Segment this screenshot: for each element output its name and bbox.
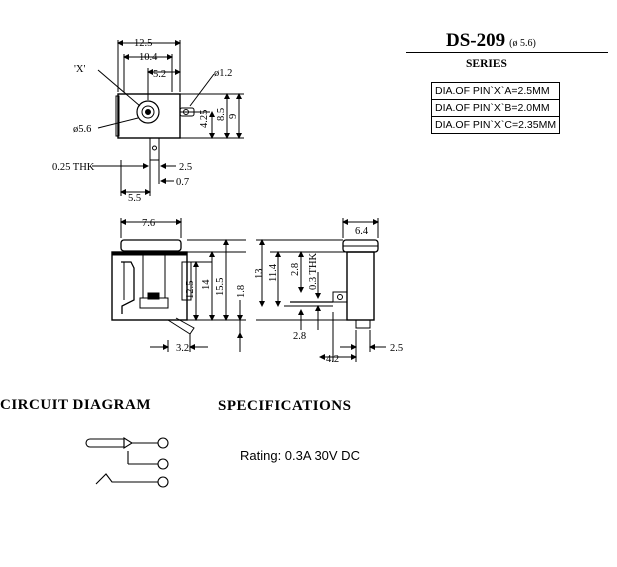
dim-side-foot: 4.2 — [326, 354, 339, 365]
table-row: DIA.OF PIN`X`C=2.35MM — [430, 116, 561, 134]
dim-side-h3: 2.8 — [290, 263, 301, 276]
table-row: DIA.OF PIN`X`B=2.0MM — [430, 99, 561, 117]
dim-side-thk: 0.3 THK — [308, 252, 319, 290]
terminal-2 — [157, 458, 169, 470]
dim-front-h1: 12.5 — [185, 281, 196, 299]
terminal-1 — [157, 437, 169, 449]
bottom-pin — [149, 137, 160, 161]
front-view — [111, 218, 246, 352]
table-cell: DIA.OF PIN`X`C=2.35MM — [430, 116, 561, 134]
dim-pin-hole: ø1.2 — [214, 68, 232, 79]
dim-side-pin: 2.5 — [390, 343, 403, 354]
side-view-labels: 6.4 13 11.4 2.8 0.3 THK 2.8 4.2 2.5 — [254, 226, 403, 365]
table-row: DIA.OF PIN`X`A=2.5MM — [430, 82, 561, 100]
side-view-body — [346, 251, 375, 321]
dim-height-total: 9 — [228, 114, 239, 119]
title-rule — [406, 52, 608, 53]
dim-side-low: 2.8 — [293, 331, 306, 342]
front-side-pin — [181, 261, 192, 301]
table-cell: DIA.OF PIN`X`A=2.5MM — [430, 82, 561, 100]
top-view — [92, 40, 244, 196]
rating-text: Rating: 0.3A 30V DC — [240, 448, 360, 463]
dim-front-h2: 14 — [201, 279, 212, 290]
dim-front-h3: 15.5 — [215, 278, 226, 296]
top-view-labels: 12.5 10.4 5.2 ø1.2 'X' ø5.6 4.25 8.5 9 0… — [52, 38, 239, 204]
dim-front-h4: 1.8 — [236, 285, 247, 298]
dim-side-h1: 13 — [254, 269, 265, 280]
front-view-flange — [120, 239, 182, 252]
dim-pin-pos: 5.5 — [128, 193, 141, 204]
model-number: DS-209 — [446, 30, 506, 51]
dim-pin-thk: 0.25 THK — [52, 162, 95, 173]
circuit-diagram — [85, 437, 169, 488]
front-view-labels: 7.6 12.5 14 15.5 1.8 3.2 — [142, 218, 247, 354]
circuit-heading: CIRCUIT DIAGRAM — [0, 397, 151, 413]
bore-inner — [141, 105, 155, 119]
pin-diameter-table: DIA.OF PIN`X`A=2.5MM DIA.OF PIN`X`B=2.0M… — [430, 82, 561, 134]
terminal-3 — [157, 476, 169, 488]
bore-outer — [136, 100, 160, 124]
jack-pin-symbol — [85, 438, 125, 448]
dim-side-h2: 11.4 — [268, 263, 279, 282]
dim-height-b: 8.5 — [216, 108, 227, 121]
dim-front-top: 7.6 — [142, 218, 155, 229]
side-view — [256, 218, 386, 362]
bore-pin — [145, 109, 151, 115]
specifications-heading: SPECIFICATIONS — [218, 398, 352, 414]
dim-height-a: 4.25 — [199, 110, 210, 128]
dim-width-total: 12.5 — [134, 38, 152, 49]
dim-side-top: 6.4 — [355, 226, 369, 237]
model-title: DS-209(ø 5.6) — [446, 30, 536, 52]
dim-hole-offset: 5.2 — [153, 69, 166, 80]
top-view-body — [117, 93, 181, 139]
x-marker-label: 'X' — [74, 64, 85, 75]
series-label: SERIES — [466, 58, 507, 70]
dim-width-inner: 10.4 — [139, 52, 158, 63]
dim-pin-gap: 0.7 — [176, 177, 189, 188]
model-diameter: (ø 5.6) — [509, 38, 536, 49]
dim-bore: ø5.6 — [73, 124, 91, 135]
dim-front-bottom: 3.2 — [176, 343, 189, 354]
table-cell: DIA.OF PIN`X`B=2.0MM — [430, 99, 561, 117]
dim-pin-width: 2.5 — [179, 162, 192, 173]
